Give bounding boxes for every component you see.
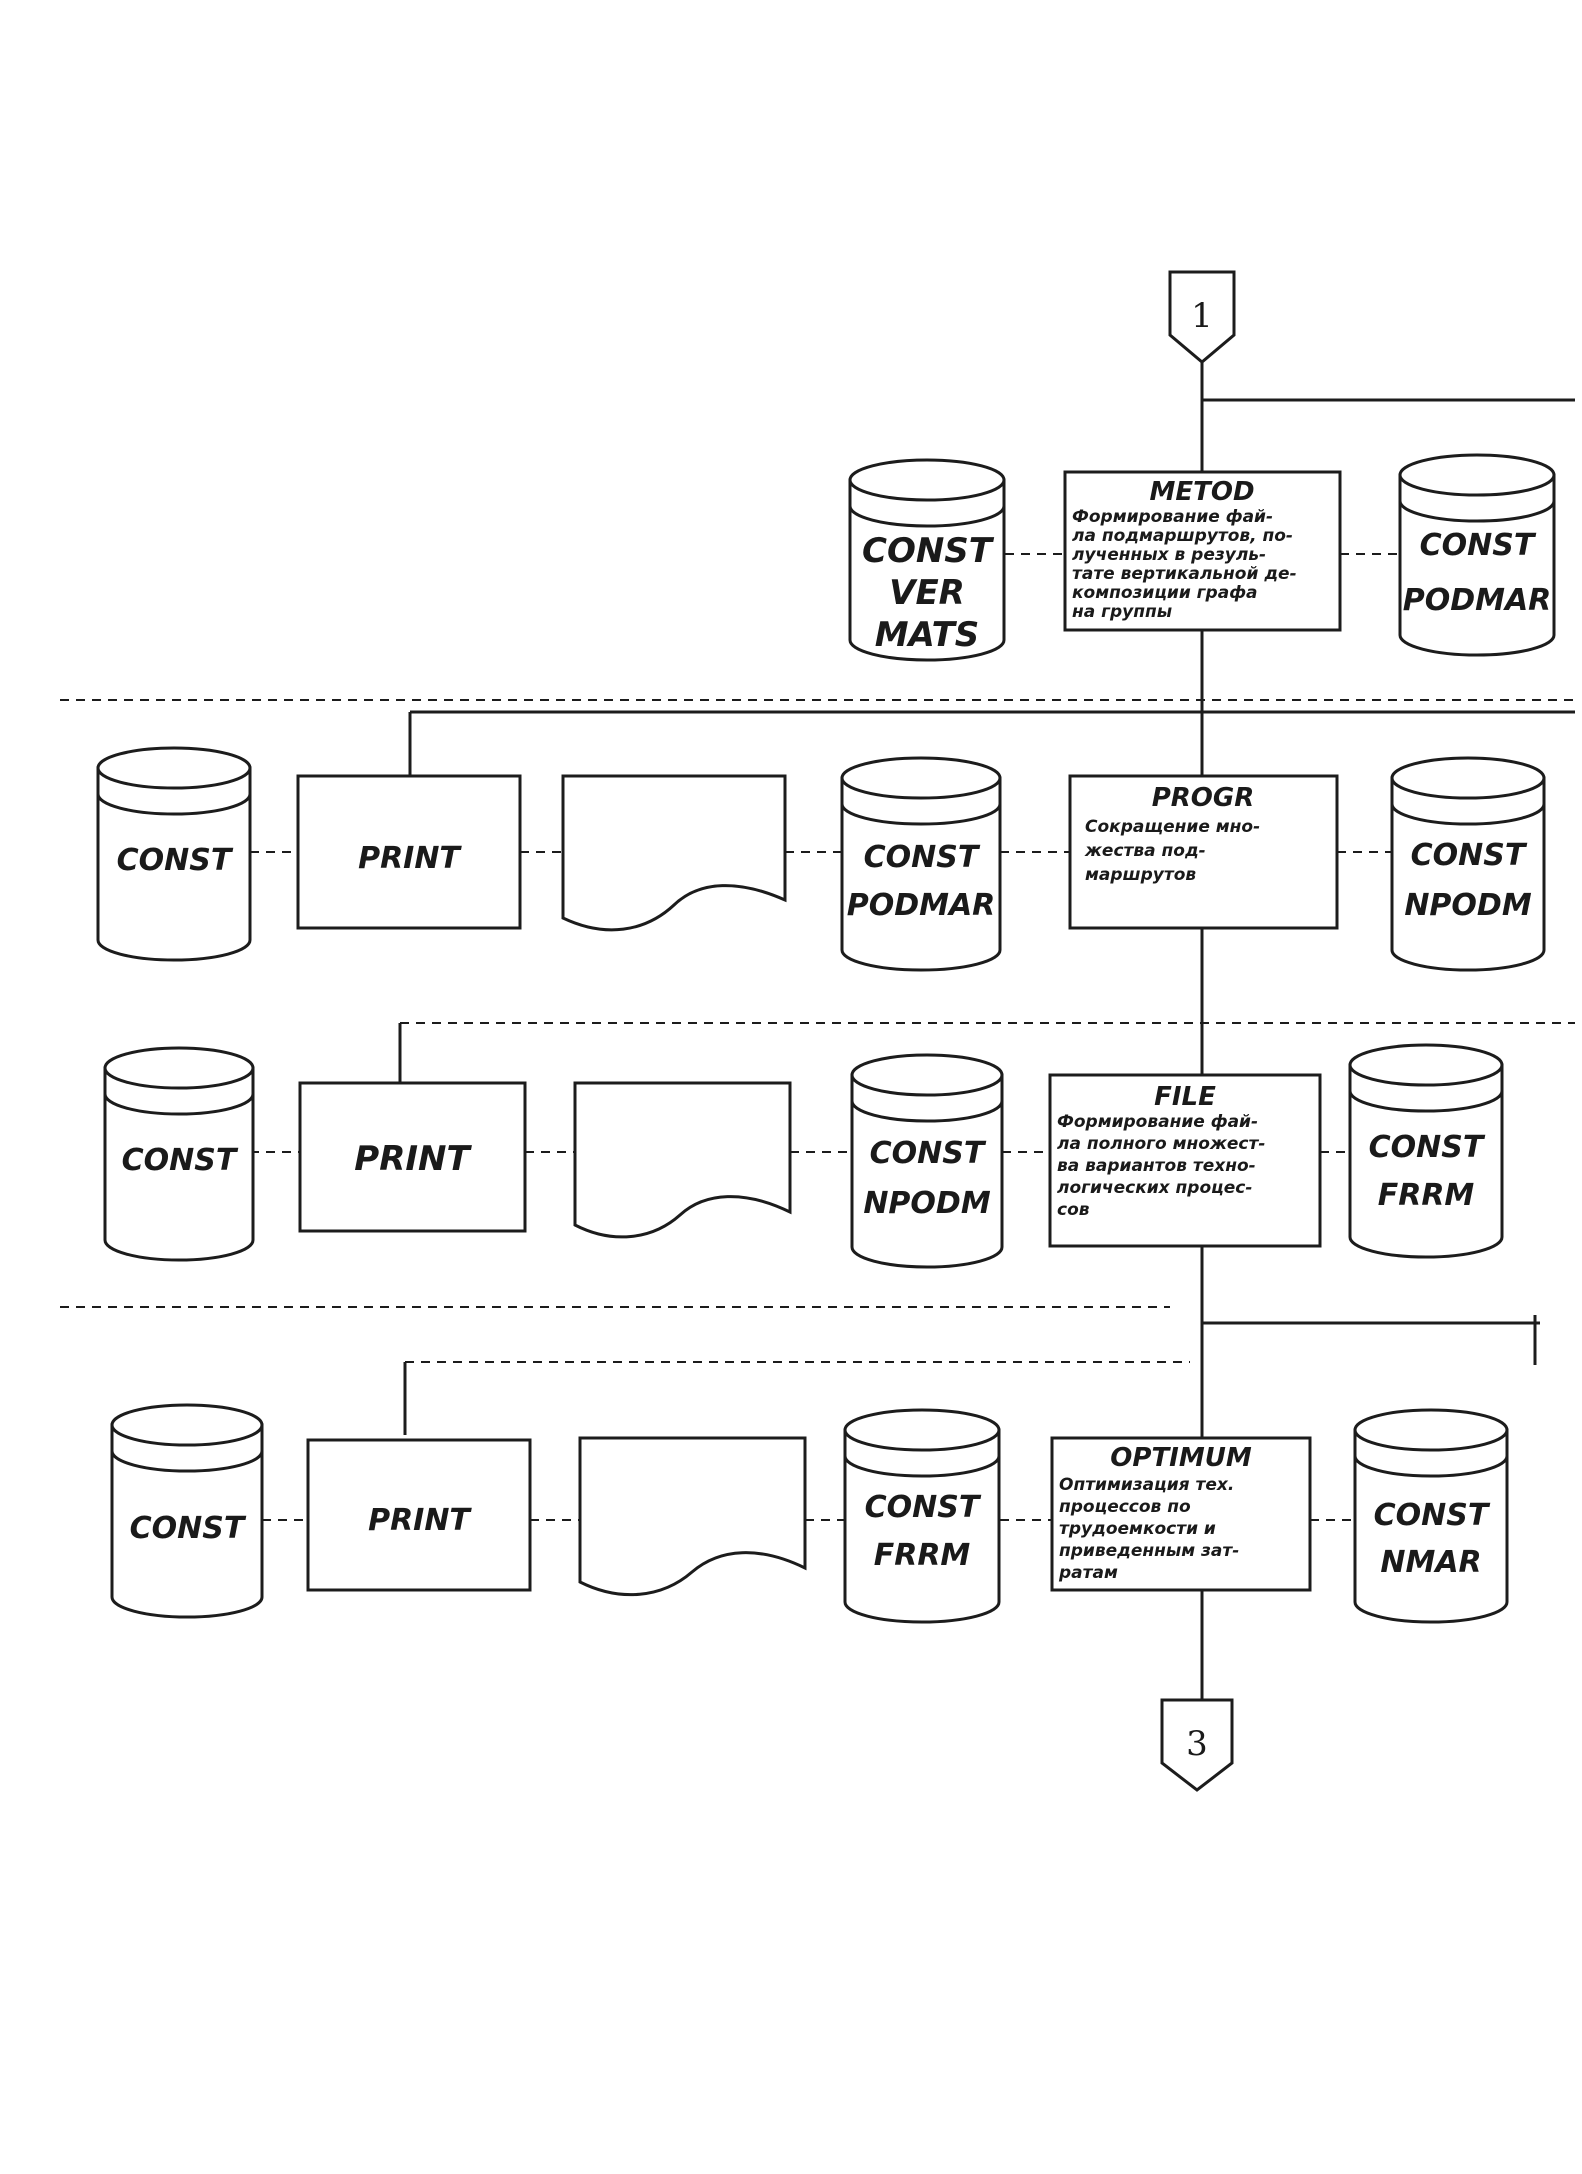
document-output bbox=[573, 1081, 792, 1239]
document-output bbox=[561, 774, 787, 932]
process-desc-line: ла подмаршрутов, по- bbox=[1072, 526, 1293, 546]
print-label: PRINT bbox=[354, 1139, 472, 1179]
process-desc-line: лученных в резуль- bbox=[1072, 545, 1266, 565]
connector-bottom-label: 3 bbox=[1186, 1724, 1208, 1764]
process-optimum: OPTIMUM Оптимизация тех. процессов по тр… bbox=[1050, 1436, 1312, 1592]
data-store-const: CONST bbox=[96, 746, 252, 962]
store-label-line: PODMAR bbox=[847, 888, 996, 923]
store-label-line: NMAR bbox=[1380, 1545, 1481, 1580]
store-label-line: MATS bbox=[875, 615, 980, 655]
store-label-line: NPODM bbox=[863, 1186, 991, 1221]
print-label: PRINT bbox=[368, 1503, 472, 1538]
store-label-line: CONST bbox=[1420, 528, 1537, 563]
process-desc-line: процессов по bbox=[1059, 1497, 1191, 1517]
print-process: PRINT bbox=[296, 774, 522, 930]
print-label: PRINT bbox=[358, 841, 462, 876]
store-label-line: NPODM bbox=[1404, 888, 1532, 923]
connector-top-label: 1 bbox=[1191, 296, 1213, 336]
process-desc-line: жества под- bbox=[1084, 841, 1206, 861]
store-label-line: CONST bbox=[1411, 838, 1528, 873]
process-title: METOD bbox=[1149, 477, 1254, 507]
process-desc-line: маршрутов bbox=[1085, 865, 1196, 885]
process-metod: METOD Формирование фай- ла подмаршрутов,… bbox=[1063, 470, 1342, 632]
data-store-const-frrm: CONST FRRM bbox=[1348, 1043, 1504, 1259]
data-store-const: CONST bbox=[110, 1403, 264, 1619]
data-store-const-nmar: CONST NMAR bbox=[1353, 1408, 1509, 1624]
off-page-connector-bottom: 3 bbox=[1160, 1698, 1234, 1792]
store-label-line: CONST bbox=[1369, 1130, 1486, 1165]
process-desc-line: Формирование фай- bbox=[1072, 507, 1273, 527]
off-page-connector-top: 1 bbox=[1168, 270, 1236, 364]
store-label-line: FRRM bbox=[874, 1538, 971, 1573]
print-process: PRINT bbox=[306, 1438, 532, 1592]
data-store-const-ver-mats: CONST VER MATS bbox=[848, 458, 1006, 662]
data-store-const-npodm: CONST NPODM bbox=[850, 1053, 1004, 1269]
process-desc-line: ла полного множест- bbox=[1057, 1134, 1265, 1154]
store-label-line: CONST bbox=[1374, 1498, 1491, 1533]
print-process: PRINT bbox=[298, 1081, 527, 1233]
store-label-line: FRRM bbox=[1378, 1178, 1475, 1213]
process-desc-line: Сокращение мно- bbox=[1085, 817, 1260, 837]
process-title: OPTIMUM bbox=[1110, 1443, 1252, 1473]
process-desc-line: на группы bbox=[1072, 602, 1172, 622]
store-label-line: CONST bbox=[122, 1143, 239, 1178]
process-desc-line: ратам bbox=[1058, 1563, 1118, 1583]
store-label-line: CONST bbox=[864, 840, 981, 875]
data-store-const-frrm: CONST FRRM bbox=[843, 1408, 1001, 1624]
process-desc-line: ва вариантов техно- bbox=[1057, 1156, 1256, 1176]
store-label-line: PODMAR bbox=[1403, 583, 1552, 618]
data-store-const-podmar: CONST PODMAR bbox=[1398, 453, 1556, 657]
document-output bbox=[578, 1436, 807, 1597]
data-store-const-podmar: CONST PODMAR bbox=[840, 756, 1002, 972]
process-desc-line: тате вертикальной де- bbox=[1072, 564, 1297, 584]
process-title: PROGR bbox=[1152, 783, 1255, 813]
store-label-line: CONST bbox=[117, 843, 234, 878]
process-progr: PROGR Сокращение мно- жества под- маршру… bbox=[1068, 774, 1339, 930]
store-label-line: CONST bbox=[870, 1136, 987, 1171]
process-desc-line: трудоемкости и bbox=[1059, 1519, 1216, 1539]
store-label-line: CONST bbox=[130, 1511, 247, 1546]
data-store-const: CONST bbox=[103, 1046, 255, 1262]
store-label-line: CONST bbox=[862, 531, 995, 571]
data-store-const-npodm: CONST NPODM bbox=[1390, 756, 1546, 972]
process-desc-line: Оптимизация тех. bbox=[1059, 1475, 1234, 1495]
store-label-line: VER bbox=[889, 573, 965, 613]
store-label-line: CONST bbox=[865, 1490, 982, 1525]
process-file: FILE Формирование фай- ла полного множес… bbox=[1048, 1073, 1322, 1248]
process-desc-line: приведенным зат- bbox=[1059, 1541, 1239, 1561]
process-desc-line: сов bbox=[1057, 1200, 1090, 1220]
process-title: FILE bbox=[1154, 1082, 1216, 1112]
process-desc-line: логических процес- bbox=[1057, 1178, 1252, 1198]
process-desc-line: Формирование фай- bbox=[1057, 1112, 1258, 1132]
process-desc-line: композиции графа bbox=[1072, 583, 1258, 603]
